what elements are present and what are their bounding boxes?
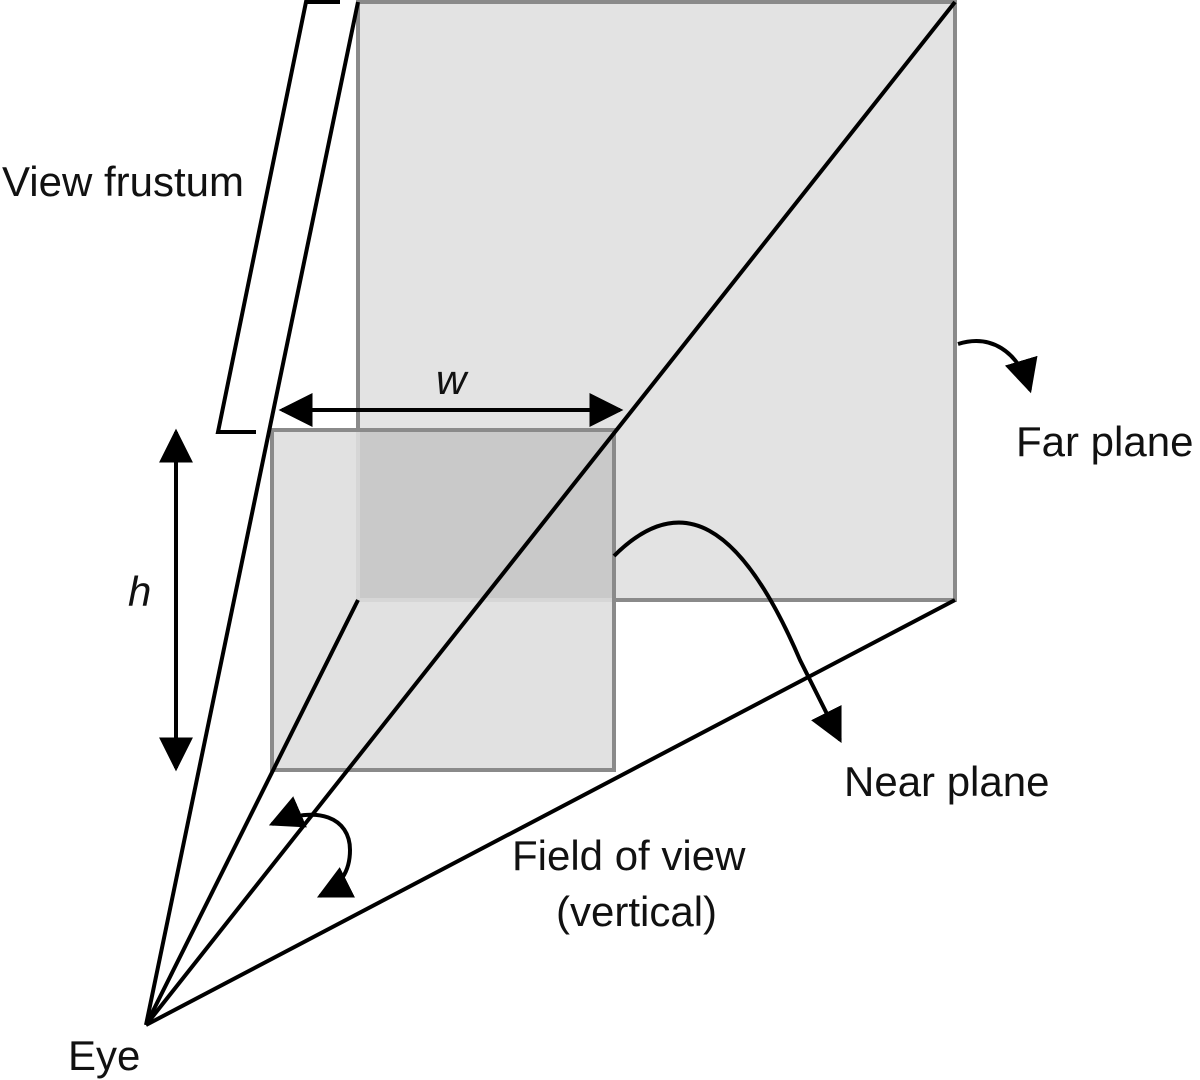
far-plane-callout-arrow xyxy=(957,339,1038,394)
height-label: h xyxy=(128,568,151,615)
view-frustum-bracket xyxy=(215,0,340,434)
near-plane-callout-arrow xyxy=(612,520,842,744)
frustum-edge-bottom-left xyxy=(144,599,360,1026)
frustum-edge-top-left xyxy=(144,1,360,1026)
far-plane-label: Far plane xyxy=(1016,418,1193,465)
plane-overlap xyxy=(360,432,612,598)
view-frustum-label: View frustum xyxy=(2,158,244,205)
eye-label: Eye xyxy=(68,1032,140,1079)
field-of-view-sublabel: (vertical) xyxy=(556,888,717,935)
frustum-edge-bottom-right xyxy=(145,598,956,1027)
width-label: w xyxy=(436,356,469,403)
near-plane-label: Near plane xyxy=(844,758,1049,805)
field-of-view-label: Field of view xyxy=(512,832,746,879)
field-of-view-arc-arrow xyxy=(268,796,355,898)
